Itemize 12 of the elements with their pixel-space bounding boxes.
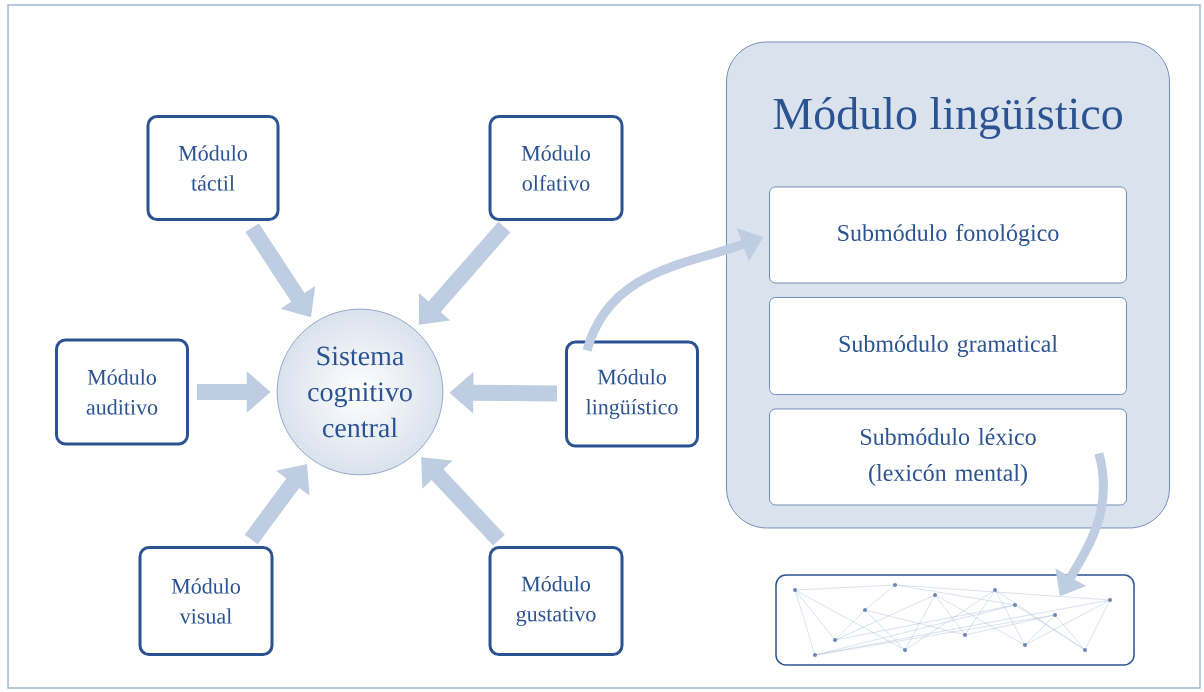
module-box: Módulo gustativo xyxy=(488,546,624,656)
block-arrow xyxy=(421,457,505,546)
module-box: Módulo olfativo xyxy=(488,115,624,221)
block-arrow xyxy=(418,221,511,325)
module-box: Módulo visual xyxy=(138,546,274,656)
module-box: Módulo táctil xyxy=(146,115,280,221)
submodule-box: Submódulo léxico (lexicón mental) xyxy=(769,408,1127,506)
module-box: Módulo lingüístico xyxy=(565,340,699,448)
panel-title: Módulo lingüístico xyxy=(773,97,1122,139)
module-box: Módulo auditivo xyxy=(55,338,189,446)
submodule-box: Submódulo fonológico xyxy=(769,186,1127,284)
submodule-box: Submódulo gramatical xyxy=(769,297,1127,395)
